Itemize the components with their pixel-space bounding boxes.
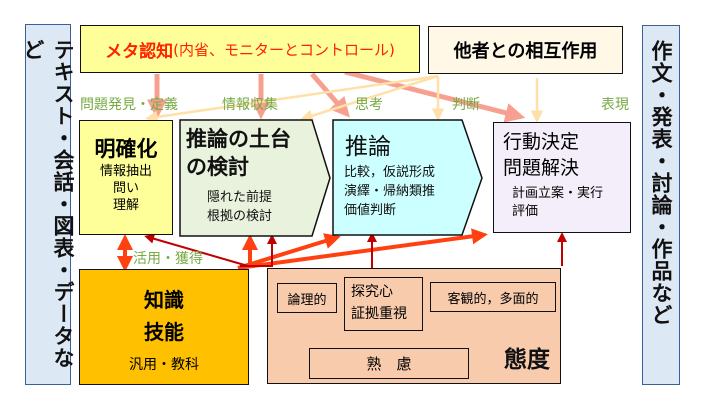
knowledge-label: 知識 <box>144 288 184 312</box>
metacognition-title: メタ認知 <box>105 41 174 62</box>
decision-details: 計画立案・実行評価 <box>512 185 630 221</box>
input-sources-label: テキスト・会話・図表・データなど <box>21 39 75 369</box>
knowledge-sub: 汎用・教科 <box>129 357 199 373</box>
attitude-deliberation: 熟 慮 <box>309 348 469 379</box>
metacognition-detail: (内省、モニターとコントロール) <box>173 40 395 59</box>
decision-title-line: 問題解決 <box>503 157 580 179</box>
attitude-logical: 論理的 <box>277 283 337 313</box>
attitude-item: 証拠重視 <box>351 306 407 322</box>
clarification-title: 明確化 <box>94 137 158 161</box>
foundation-line: 根拠の検討 <box>207 209 273 224</box>
knowledge-arrows <box>117 228 488 272</box>
dark-arrows <box>144 232 567 268</box>
foundation-title-line: 推論の土台 <box>186 127 291 151</box>
attitude-item: 探究心 <box>351 284 393 300</box>
skill-label: 技能 <box>144 320 184 344</box>
foundation-line: 隠れた前提 <box>207 190 273 205</box>
output-label: 作文・発表・討論・作品など <box>649 40 673 326</box>
decision-line: 計画立案・実行 <box>512 186 604 201</box>
decision-title: 行動決定問題解決 <box>503 129 630 181</box>
decision-title-line: 行動決定 <box>503 131 580 153</box>
input-sources-panel: テキスト・会話・図表・データなど <box>21 24 75 385</box>
inference-line: 比較，仮説形成 <box>344 165 436 180</box>
use-acquire-label: 活用・獲得 <box>133 251 203 267</box>
decision-box: 行動決定問題解決 計画立案・実行評価 <box>493 122 631 233</box>
output-panel: 作文・発表・討論・作品など <box>642 25 680 385</box>
attitude-item: 熟 慮 <box>366 355 412 373</box>
foundation-title: 推論の土台の検討 <box>186 125 291 181</box>
stage-label-judge: 判断 <box>452 97 480 113</box>
inference-line: 演繹・帰納類推 <box>344 184 436 199</box>
knowledge-box: 知識技能 汎用・教科 <box>79 269 249 385</box>
inference-line: 価値判断 <box>344 203 397 218</box>
inference-title: 推論 <box>345 134 391 160</box>
stage-label-think: 思考 <box>355 97 383 113</box>
attitude-item: 客観的，多面的 <box>447 291 539 307</box>
attitude-title: 態度 <box>504 347 550 373</box>
decision-line: 評価 <box>512 204 539 219</box>
inference-shape <box>332 119 483 236</box>
interaction-arrows <box>145 74 544 124</box>
stage-label-problem: 問題発見・定義 <box>80 97 178 113</box>
attitude-objective: 客観的，多面的 <box>430 282 556 312</box>
stage-label-info: 情報収集 <box>222 97 278 113</box>
foundation-shape <box>179 119 331 237</box>
stage-label-express: 表現 <box>601 97 629 113</box>
foundation-details: 隠れた前提根拠の検討 <box>207 188 272 226</box>
metacognition-box: メタ認知(内省、モニターとコントロール) <box>80 25 420 73</box>
attitude-item: 論理的 <box>287 292 327 308</box>
foundation-title-line: の検討 <box>186 155 249 179</box>
interaction-box: 他者との相互作用 <box>428 26 623 74</box>
clarification-line: 問い <box>112 181 139 196</box>
inference-details: 比較，仮説形成演繹・帰納類推価値判断 <box>344 163 435 220</box>
clarification-box: 明確化 情報抽出 問い 理解 <box>79 120 173 235</box>
clarification-line: 情報抽出 <box>99 164 152 179</box>
attitude-inquiry: 探究心証拠重視 <box>344 277 423 331</box>
clarification-line: 理解 <box>112 198 139 213</box>
attitude-box <box>267 268 561 384</box>
interaction-label: 他者との相互作用 <box>453 41 598 62</box>
